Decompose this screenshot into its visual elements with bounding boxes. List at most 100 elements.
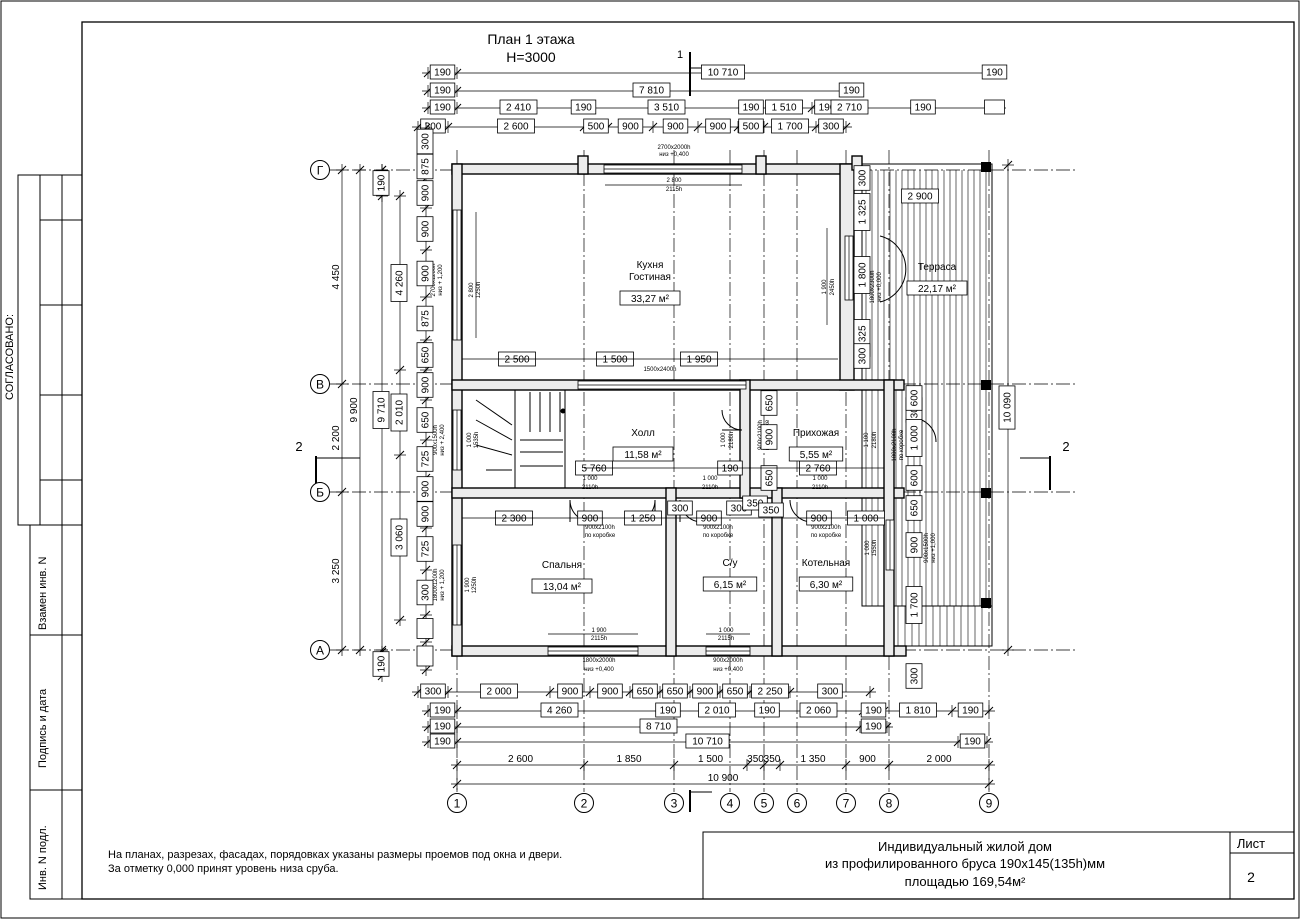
room-5-area: 6,30 м² [810,580,843,591]
dim-top-3-6-box [738,118,764,134]
axis-row-label-2: Б [316,486,324,500]
dim-bot-3-2-box [959,733,986,749]
opening-note-21: 1 100 [864,432,870,448]
dim-top-3-5-box [705,118,731,134]
dim-top-3-1-box [497,118,535,134]
opening-note-42: 1550h [872,540,878,557]
opening-note-35: 900х2100h [811,525,841,531]
dim-right-3: 1 325 [858,199,869,224]
dim-left-5-11-box [416,501,434,527]
stamp-label-inv: Инв. N подл. [37,825,49,890]
room-3-area: 13,04 м² [543,582,582,593]
axis-label-7: 7 [843,797,850,811]
interior-dim-3: 5 760 [581,464,606,475]
axis-row-marker-2 [310,482,330,502]
opening-note-15: 1 000 [467,432,473,448]
dim-bot-1-6-box [860,702,887,718]
room-0-name-1: Гостиная [629,272,671,283]
dim-right-6-box [853,343,871,369]
terrace-post [981,598,991,608]
axis-label-9: 9 [986,797,993,811]
dim-bot-5-0: 10 900 [708,773,739,784]
axis-marker-3 [664,793,684,813]
dim-left-5-12-box [416,536,434,562]
stamp-label-sign: Подпись и дата [37,688,49,768]
svg-text:2: 2 [295,439,302,454]
dim-bot-4-6: 900 [859,754,876,765]
axis-marker-4 [720,793,740,813]
dim-bot-0-7-box [722,683,748,699]
dim-bot-0-8-box [751,683,789,699]
axis-row-label-1: В [316,378,324,392]
side-stamp: СОГЛАСОВАНО: Взамен инв. N Подпись и дат… [4,174,83,900]
opening-note-23: 1000х2100h [892,428,898,461]
dim-top-1-0: 190 [434,86,451,97]
opening-note-12: 1500х2400h [643,367,676,373]
dim-left-5-6: 650 [421,346,432,363]
dim-left-5-14-box [416,618,434,639]
axis-row-label-3: А [316,644,324,658]
interior-dim-6: 2 300 [501,514,526,525]
axis-marker-2 [574,793,594,813]
opening-note-38: низ + 1,200 [440,569,446,601]
axis-row-marker-3 [310,640,330,660]
dim-top-2-5: 1 510 [771,103,796,114]
dim-right-1-box [901,188,939,204]
dim-right-12-box [905,532,923,558]
stamp-label-replace: Взамен инв. N [37,557,49,630]
interior-dim-9-box [667,500,693,516]
dim-left-5-13-box [416,579,434,606]
interior-dim-10: 900 [701,514,718,525]
dim-bot-1-8: 190 [962,706,979,717]
opening-note-51: 900х2000h [713,658,743,664]
dim-bot-2-2: 190 [865,722,882,733]
dim-top-3-7: 1 700 [777,122,802,133]
axis-label-1: 1 [454,797,461,811]
dim-right-8-box [905,385,923,411]
dim-left-2-0: 9 710 [377,397,388,422]
interior-dim-17: 900 [765,428,776,445]
room-6-name-0: Терраса [918,262,957,273]
dim-top-2-8: 190 [915,103,932,114]
dim-right-8: 600 [910,389,921,406]
dim-bot-1-7-box [899,702,937,718]
dim-bot-1-8-box [957,702,984,718]
interior-dim-2: 1 950 [686,355,711,366]
terrace-decking [861,162,993,647]
room-2-area-box [788,446,844,462]
stair [465,389,566,489]
axis-marker-9 [979,793,999,813]
dim-top-1-2-box [838,82,865,98]
room-6-area: 22,17 м² [918,284,957,295]
dim-right-10: 600 [910,469,921,486]
interior-dim-11: 300 [731,504,748,515]
opening-note-1: низ +0,400 [659,152,689,158]
dim-bot-0-9: 300 [822,687,839,698]
dim-bot-0-3-box [597,683,623,699]
dim-left-5-11: 900 [421,505,432,522]
room-6-area-box [906,280,968,296]
opening-note-13: 900х1500h [433,425,439,455]
title-line-3: площадью 169,54м² [905,874,1026,889]
dim-left-5-8-box [416,407,434,433]
dim-top-3-8-box [818,118,844,134]
room-4-name-0: С/у [723,558,738,569]
dim-bot-4-4: 350 [764,754,781,765]
dim-bot-3-1-box [685,733,730,749]
opening-note-39: 1 900 [465,577,471,593]
dim-top-0-1-box [701,64,746,80]
dim-left-5-4: 900 [421,265,432,282]
dim-bot-4-7: 2 000 [926,754,951,765]
dim-left-3-0: 4 260 [395,270,406,295]
dim-bot-0-8: 2 250 [757,687,782,698]
wall-bath-west [665,487,677,657]
dim-bot-0-6-box [692,683,718,699]
axis-marker-5 [754,793,774,813]
opening-note-36: по коробке [811,533,842,539]
opening-note-32: по коробке [585,533,616,539]
dim-top-3-2: 500 [588,122,605,133]
dim-left-3-2: 3 060 [395,525,406,550]
room-5-area-box [798,576,854,592]
